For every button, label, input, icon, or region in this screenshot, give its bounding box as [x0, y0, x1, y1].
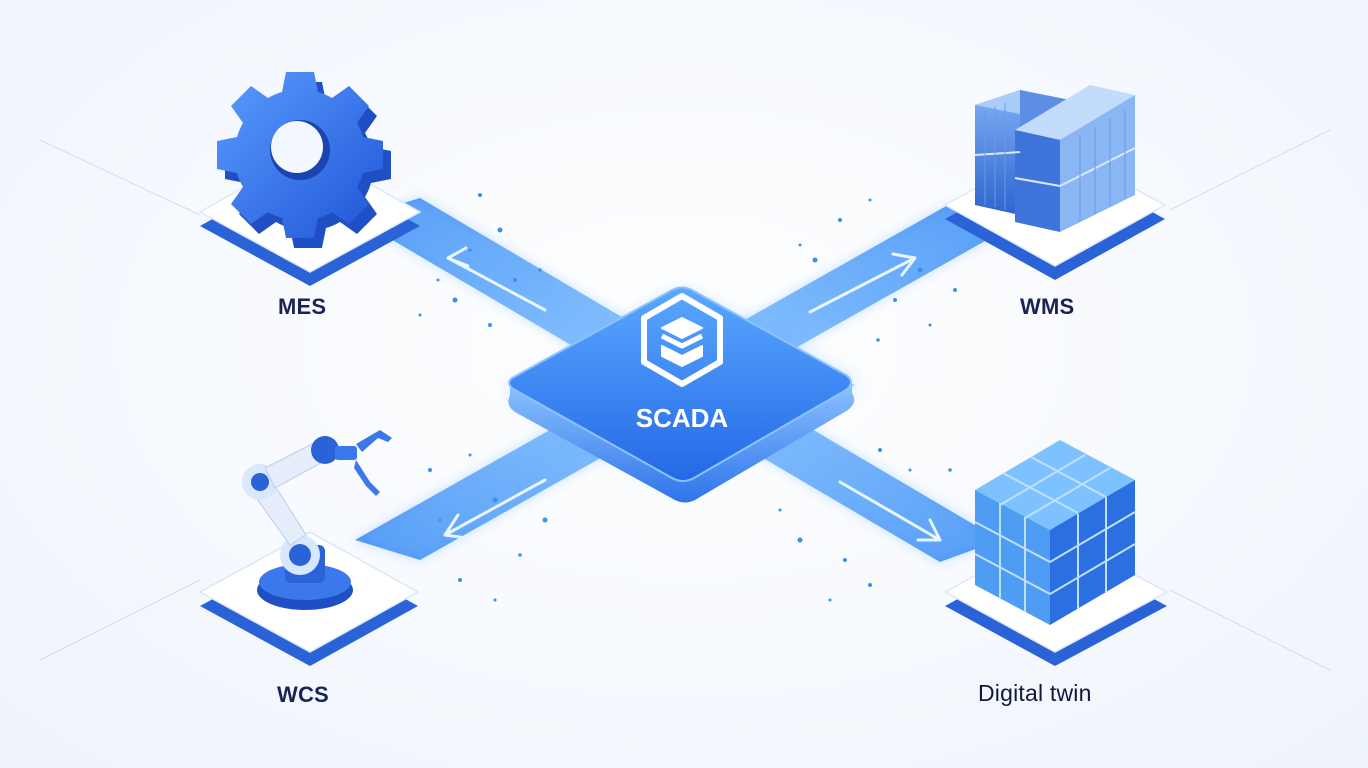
shipping-containers-icon	[974, 85, 1136, 232]
robotic-arm-icon	[242, 430, 392, 610]
particle-dots	[418, 193, 957, 602]
background-guide-lines	[39, 129, 1331, 671]
node-label-wms: WMS	[1020, 294, 1075, 319]
gear-icon	[217, 72, 391, 248]
cube-grid-icon	[974, 440, 1136, 625]
arrow-to-wms	[808, 252, 917, 314]
node-label-digital-twin: Digital twin	[978, 680, 1092, 706]
scada-hexagon-box-icon	[641, 293, 723, 387]
scada-hub[interactable]: SCADA	[508, 286, 855, 503]
hub-label: SCADA	[636, 403, 729, 433]
node-label-wcs: WCS	[277, 682, 329, 707]
node-label-mes: MES	[278, 294, 327, 319]
arrow-to-digital-twin	[838, 480, 942, 542]
flow-arrows	[443, 246, 942, 542]
arrow-to-mes	[446, 246, 547, 312]
arrow-to-wcs	[443, 478, 547, 540]
